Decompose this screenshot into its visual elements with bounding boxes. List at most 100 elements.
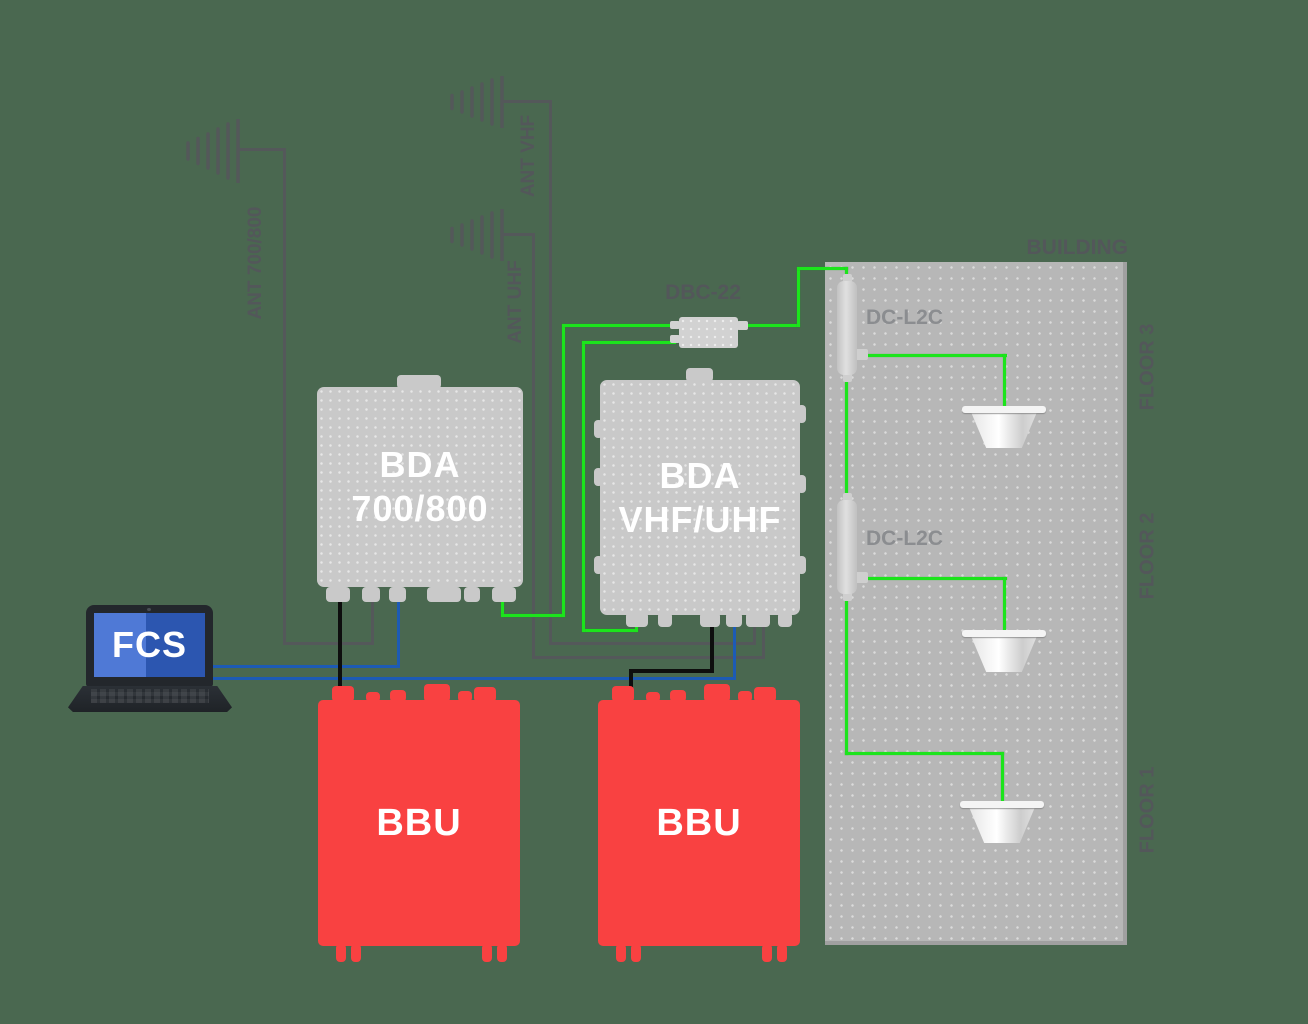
ant-700-800-feed-wire-v [283,148,286,645]
bbu2-top-bump-4 [704,684,730,702]
dc-l2c-floor3-unit [837,281,857,375]
bda2-to-dbc-wire-h [582,341,676,344]
fcs-screen-label: FCS [112,624,187,665]
bbu-2-label: BBU [656,801,742,844]
bda2-port-2 [658,612,672,627]
bbu2-top-bump-2 [646,692,660,702]
laptop-camera-icon [147,608,151,611]
bda2-right-bump-2 [797,475,806,493]
dc1-to-dome3-wire-v [1003,354,1006,411]
dc1-bottom-stub [843,373,852,382]
bbu1-foot-3 [482,944,492,962]
floor-1-label: FLOOR 1 [1136,766,1159,854]
bda1-to-dbc-wire-v [562,324,565,617]
fcs-to-bda1-wire-v [397,600,400,666]
ant-uhf-feed-wire-v [532,233,535,659]
floor-2-label: FLOOR 2 [1136,512,1159,600]
dc1-right-stub [855,349,868,360]
bda2-to-bbu2-wire-h [629,669,714,673]
ant-700-800-feed-wire-h [238,148,286,151]
ant-vhf-feed-wire-h [502,100,552,103]
floor1-wire-h [845,752,1004,755]
fcs-laptop-screen: FCS [86,605,213,687]
building-outline [825,262,1127,945]
bbu1-foot-1 [336,944,346,962]
bda1-title-line2: 700/800 [351,488,489,529]
bbu2-foot-4 [777,944,787,962]
donor-antenna-uhf-icon [450,209,504,261]
bda1-port-5 [464,587,480,602]
bbu1-top-bump-4 [424,684,450,702]
ant-700-800-to-bda-wire-v [371,600,374,645]
bbu1-top-bump-5 [458,691,472,702]
bbu2-top-bump-3 [670,690,686,702]
bbu-1-label: BBU [376,801,462,844]
dc-l2c-floor3-label: DC-L2C [866,306,943,329]
bbu2-top-bump-5 [738,691,752,702]
bda2-top-tab [686,368,713,382]
dbc-22-label: DBC-22 [665,281,741,304]
dc2-to-floor1-riser-wire [845,597,848,755]
bda2-port-5 [746,612,770,627]
ant-vhf-to-bda-wire-h [549,642,756,645]
ceiling-antenna-floor1-icon [960,801,1044,808]
bda2-left-bump-3 [594,556,603,574]
bda1-to-dbc-wire-h [562,324,676,327]
bbu2-top-bump-6 [754,687,776,702]
building-label: BUILDING [1026,236,1129,259]
bda1-top-tab [397,375,441,389]
bda-700-800-unit: BDA 700/800 [317,387,523,587]
bda2-left-bump-2 [594,468,603,486]
bda2-right-bump-1 [797,405,806,423]
bda1-port-4 [427,587,461,602]
bda1-port-2 [362,587,380,602]
dc-l2c-floor2-unit [837,500,857,594]
donor-antenna-700-800-icon [186,119,240,183]
fcs-to-bda1-wire-h [212,665,400,668]
bda2-green-wire-h1 [582,629,638,632]
bbu2-top-bump-1 [612,686,634,702]
bbu2-foot-2 [631,944,641,962]
fcs-to-bda2-wire-h [212,677,736,680]
bda2-to-dbc-wire-v [582,341,585,632]
fcs-to-bda2-wire-v [733,613,736,678]
dbc-left-port-2 [670,335,680,343]
dc1-top-stub [843,274,852,283]
bda1-port-1 [326,587,350,602]
bbu1-top-bump-3 [390,690,406,702]
bda2-title-line1: BDA [659,454,741,496]
ant-uhf-to-bda-wire-h [532,656,765,659]
dc-l2c-floor2-label: DC-L2C [866,527,943,550]
ceiling-antenna-floor3-icon [962,406,1046,413]
ant-uhf-label: ANT UHF [505,260,526,344]
bbu-2-unit: BBU [598,700,800,946]
ant-uhf-to-bda-wire-v [762,615,765,659]
bda2-to-bbu2-wire-v1 [710,613,714,673]
ant-vhf-feed-wire-v [549,100,552,645]
dbc-output-wire-v [797,267,800,327]
bbu1-top-bump-6 [474,687,496,702]
floor1-to-dome1-wire-v [1001,752,1004,808]
ant-uhf-feed-wire-h [502,233,535,236]
donor-antenna-vhf-icon [450,76,504,128]
floor-3-label: FLOOR 3 [1136,323,1159,411]
dc2-bottom-stub [843,592,852,601]
fcs-laptop-display: FCS [94,613,205,677]
dbc-output-wire-h1 [746,324,800,327]
ant-700-800-label: ANT 700/800 [245,206,266,320]
bda2-port-3 [700,612,720,627]
bbu1-foot-4 [497,944,507,962]
bda2-port-6 [778,612,792,627]
bda2-right-bump-3 [797,556,806,574]
bda-vhf-uhf-unit: BDA VHF/UHF [600,380,800,615]
fcs-laptop-base [68,686,232,712]
dc2-to-dome2-wire-h [858,577,1007,580]
bda1-title-line1: BDA [379,444,461,485]
dbc-left-port-1 [670,321,680,329]
dbc-to-building-wire-h [797,267,848,270]
dbc-22-combiner [679,317,738,348]
dbc-right-port [737,321,748,330]
ant-700-800-to-bda-wire-h [283,642,374,645]
bbu-1-unit: BBU [318,700,520,946]
bda1-green-wire-v1 [501,598,504,617]
